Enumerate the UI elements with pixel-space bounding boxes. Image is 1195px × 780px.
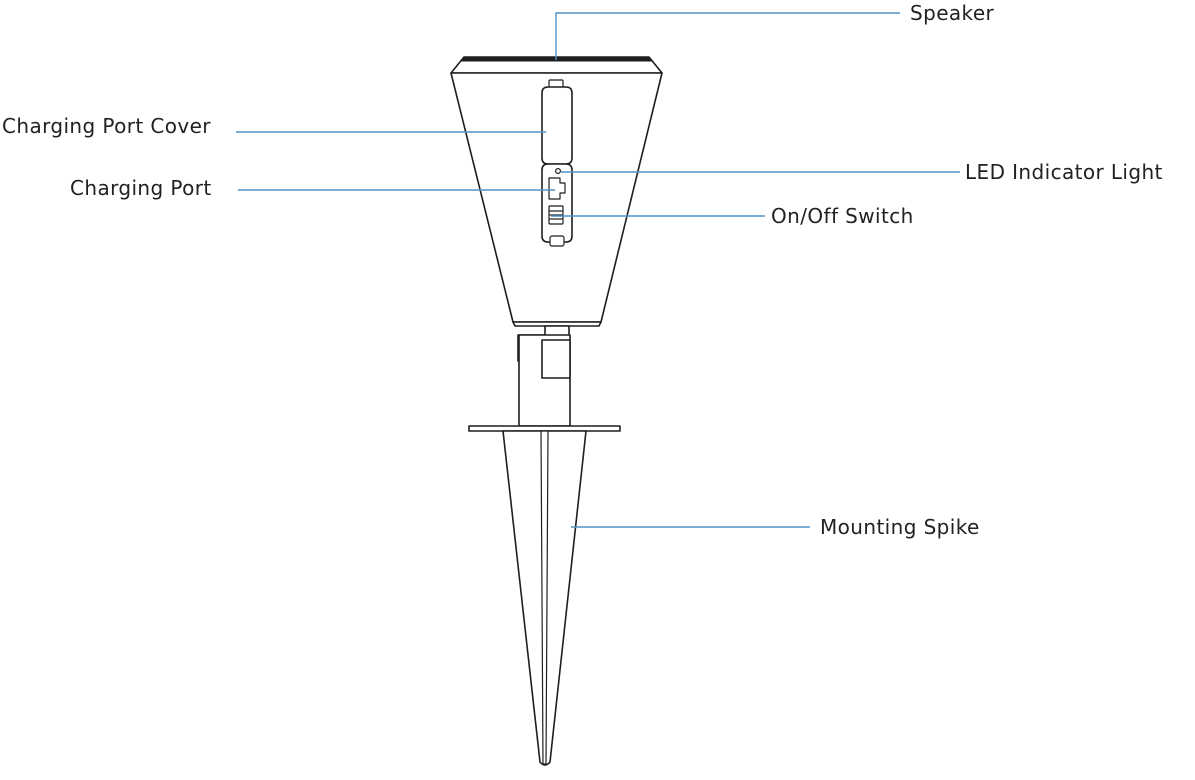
control-panel: [541, 163, 573, 243]
stem-notch: [541, 339, 571, 379]
led-indicator-dot: [554, 168, 561, 175]
label-led-indicator-light: LED Indicator Light: [965, 160, 1163, 184]
panel-bottom-clip: [549, 235, 565, 247]
charging-port-cover: [541, 86, 573, 165]
leader-speaker: [555, 12, 900, 60]
callout-labels: Speaker Charging Port Cover Charging Por…: [2, 1, 1163, 539]
label-charging-port-cover: Charging Port Cover: [2, 114, 211, 138]
spike-center-rib: [540, 430, 549, 765]
label-speaker: Speaker: [910, 1, 995, 25]
charging-port-shape: [548, 177, 566, 200]
leader-lines: [236, 12, 960, 528]
label-charging-port: Charging Port: [70, 176, 212, 200]
housing-base-rim: [512, 321, 602, 327]
speaker-device: [450, 56, 663, 766]
label-mounting-spike: Mounting Spike: [820, 515, 980, 539]
label-on-off-switch: On/Off Switch: [771, 204, 914, 228]
